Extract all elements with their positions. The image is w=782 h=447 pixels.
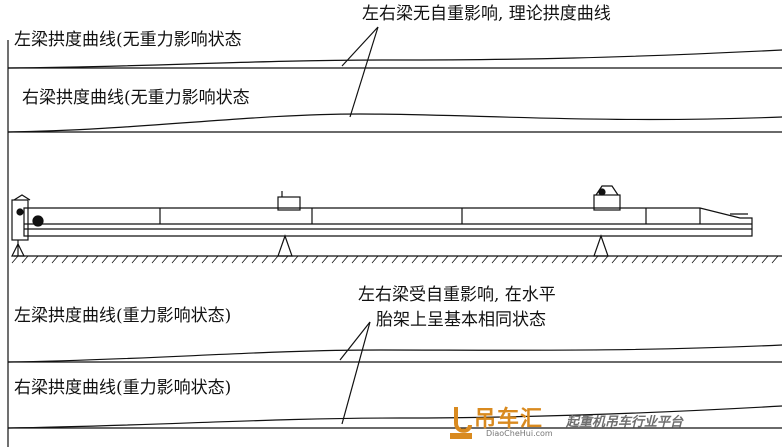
watermark-logo: 吊车汇 DiaoCheHui.com 起重机吊车行业平台 (444, 399, 782, 447)
jig-support-2 (593, 234, 609, 257)
label-left-gravity: 左梁拱度曲线(重力影响状态) (14, 306, 232, 326)
camber-curve-left-gravity (7, 344, 782, 363)
girder-on-jig (11, 185, 782, 257)
label-left-no-gravity: 左梁拱度曲线(无重力影响状态 (14, 30, 242, 50)
note-no-gravity: 左右梁无自重影响, 理论拱度曲线 (362, 4, 611, 24)
note-gravity-line2: 胎架上呈基本相同状态 (376, 310, 546, 330)
watermark-slogan: 起重机吊车行业平台 (566, 415, 684, 430)
note-gravity-line1: 左右梁受自重影响, 在水平 (358, 285, 556, 305)
leader-line-top-1 (341, 26, 379, 67)
watermark-brand: 吊车汇 (474, 407, 544, 432)
label-right-no-gravity: 右梁拱度曲线(无重力影响状态 (22, 88, 250, 108)
girder-body (23, 207, 753, 237)
jig-support-1 (277, 234, 293, 257)
crane-hook-icon (450, 407, 472, 439)
watermark-site: DiaoCheHui.com (486, 429, 553, 438)
end-carriage-left (11, 199, 29, 241)
ground-hatching (11, 255, 779, 264)
camber-curve-right-no-gravity (7, 113, 782, 133)
trolley-fitting-mid (277, 196, 301, 211)
label-right-gravity: 右梁拱度曲线(重力影响状态) (14, 378, 232, 398)
leader-line-bottom-1 (339, 321, 371, 361)
leader-line-top-2 (349, 26, 379, 118)
trolley-fitting-right (593, 194, 621, 211)
camber-curve-right-gravity (7, 405, 782, 429)
leader-line-bottom-2 (341, 321, 371, 425)
camber-curve-left-no-gravity (7, 49, 782, 69)
